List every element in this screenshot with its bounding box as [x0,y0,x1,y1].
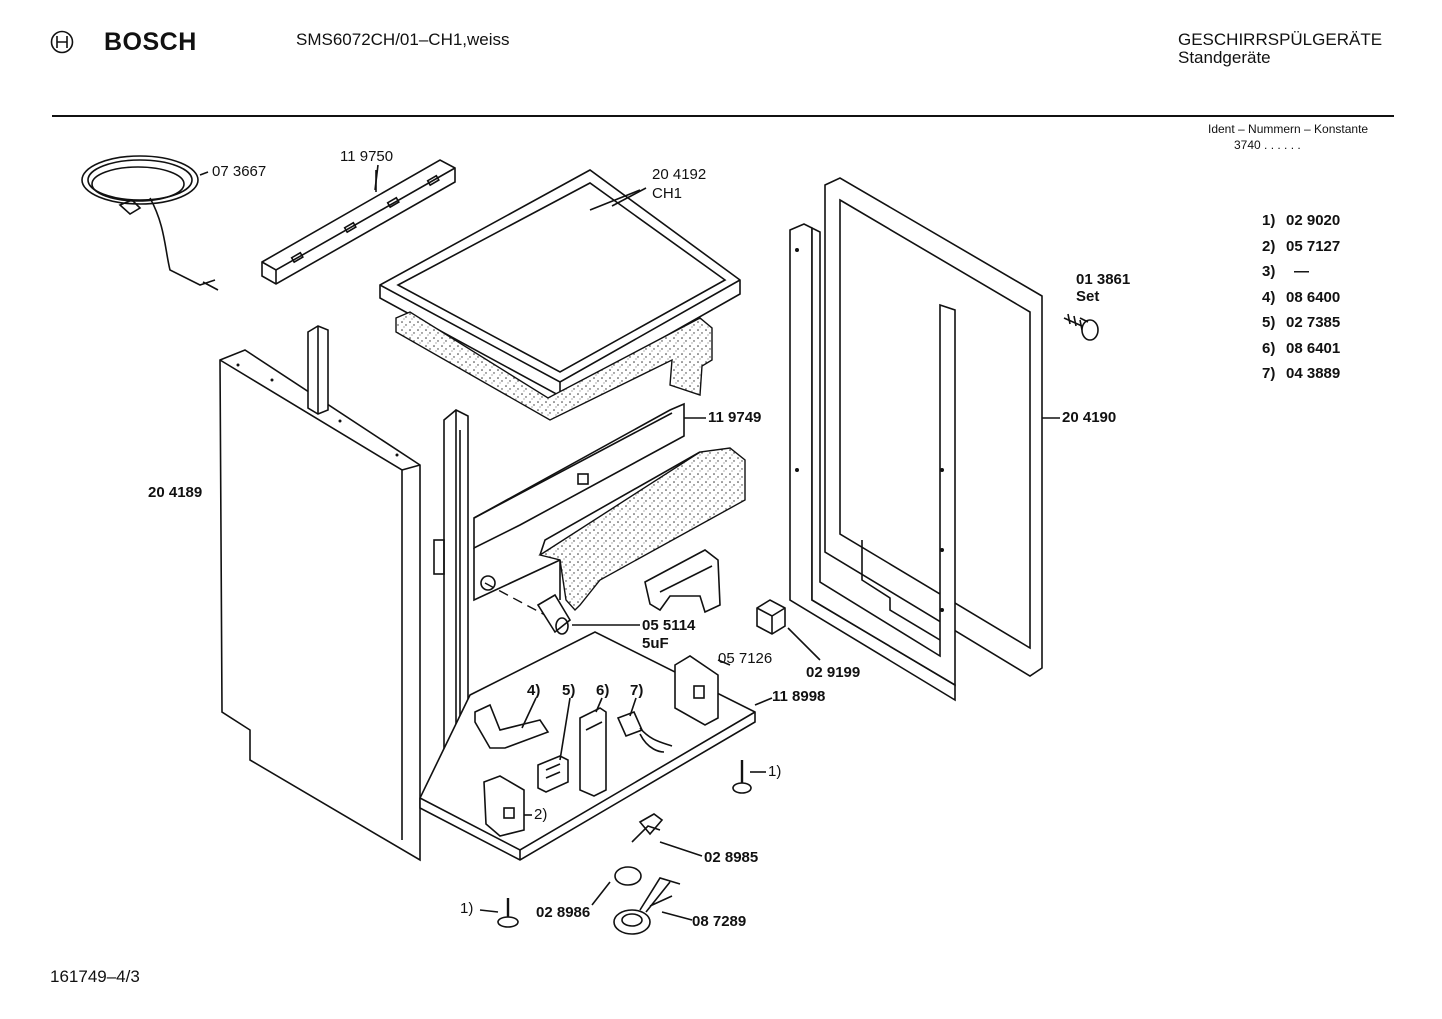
legend-row: 2) 05 7127 [1262,238,1382,264]
label-ref1-right: 1) [768,763,782,780]
worktop-part [379,169,741,397]
label-switch: 02 8985 [704,849,759,866]
label-right-panel: 20 4190 [1062,409,1117,426]
float-part [614,866,642,886]
label-left-panel: 20 4189 [148,484,203,501]
legend-value: 08 6401 [1286,339,1341,357]
relay-part [756,599,786,635]
legend-value: 04 3889 [1286,365,1341,382]
label-worktop-variant: CH1 [652,185,683,202]
legend-row: 6) 08 6401 [1262,340,1382,366]
part-6 [579,707,607,797]
label-rail-top: 11 9750 [340,148,394,165]
screw-set-part [1063,313,1099,341]
label-float: 02 8986 [536,904,591,921]
leader-lines [374,164,1089,921]
label-ref6: 6) [596,682,610,699]
legend-row: 3) — [1262,263,1382,289]
label-cable: 07 3667 [212,163,267,180]
legend-value: 08 6400 [1286,288,1341,306]
label-ref5: 5) [562,682,576,699]
subcategory-title: Standgeräte [1178,48,1271,67]
label-capacitor: 05 5114 [642,617,696,634]
right-side-panel-part [789,223,956,702]
right-frame-part [824,177,1043,677]
label-rear-bracket: 11 9749 [708,409,762,426]
adjustable-foot-part [497,898,519,928]
part-4 [474,703,550,749]
drawing-number: 161749–4/3 [50,967,140,986]
legend: 1) 02 9020 2) 05 7127 3) — 4) 08 6400 5) 02 7… [1262,212,1382,391]
label-base: 11 8998 [772,688,826,705]
brand-name: BOSCH [104,28,197,56]
switch-part [631,813,664,843]
label-ref2: 2) [534,806,548,823]
legend-key: 5) [1262,314,1276,331]
legend-value: 02 7385 [1286,314,1341,331]
legend-key: 4) [1262,288,1276,306]
capacitor-part [480,575,572,635]
legend-key: 1) [1262,212,1276,229]
legend-value: 05 7127 [1286,237,1341,255]
legend-row: 1) 02 9020 [1262,212,1382,238]
label-worktop: 20 4192 [652,166,707,183]
header-divider [52,115,1394,117]
label-ref4: 4) [527,682,541,699]
bosch-logo-icon [50,30,74,54]
rear-bracket-part [473,402,746,612]
label-screw-set-suffix: Set [1076,288,1100,305]
ident-value: 3740 . . . . . . [1234,138,1301,152]
air-duct-part [644,549,721,614]
label-bracket: 05 7126 [718,650,773,667]
legend-key: 6) [1262,339,1276,357]
legend-row: 4) 08 6400 [1262,289,1382,315]
ident-title: Ident – Nummern – Konstante [1208,122,1369,136]
legend-row: 5) 02 7385 [1262,314,1382,340]
label-relay: 02 9199 [806,664,861,681]
legend-value: 02 9020 [1286,212,1341,229]
label-capacitor-value: 5uF [642,635,669,652]
insulation-pad-part [395,311,713,421]
left-side-panel-part [219,349,421,862]
mounting-bracket-part [674,655,719,726]
legend-key: 2) [1262,237,1276,255]
left-rear-rail-part [307,325,329,415]
part-2 [483,775,525,837]
label-float-assembly: 08 7289 [692,913,747,930]
legend-key: 3) [1262,263,1276,280]
legend-key: 7) [1262,365,1276,382]
category-title: GESCHIRRSPÜLGERÄTE [1178,30,1383,49]
adjustable-foot-part [732,760,752,794]
legend-value: — [1294,263,1309,280]
part-7 [616,710,673,753]
power-cable-part [81,155,219,291]
label-ref7: 7) [630,682,644,699]
model-title: SMS6072CH/01–CH1,weiss [296,30,510,49]
label-ref1-bottom: 1) [460,900,474,917]
float-assembly-part [613,877,681,935]
label-screw-set: 01 3861 [1076,271,1131,288]
part-5 [537,755,569,793]
legend-row: 7) 04 3889 [1262,365,1382,391]
